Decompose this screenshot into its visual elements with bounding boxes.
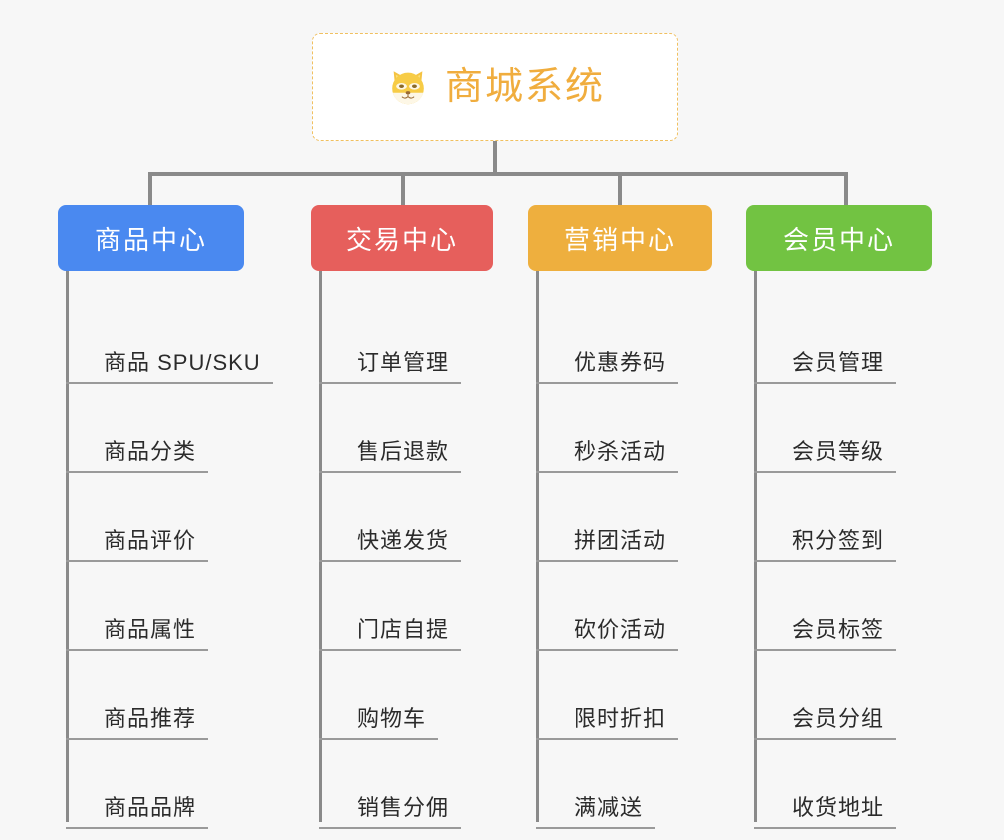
- leaf-item[interactable]: 商品属性: [66, 562, 244, 651]
- leaf-label: 砍价活动: [574, 616, 667, 642]
- branch-column-marketing: 营销中心 优惠券码 秒杀活动 拼团活动 砍价活动 限时折扣 满减送: [528, 205, 712, 829]
- leaf-item[interactable]: 满减送: [536, 740, 712, 829]
- leaf-item[interactable]: 会员等级: [754, 384, 932, 473]
- branch-header-marketing[interactable]: 营销中心: [528, 205, 712, 271]
- leaf-item[interactable]: 销售分佣: [319, 740, 493, 829]
- leaf-label: 会员等级: [792, 438, 885, 464]
- leaf-label: 会员分组: [792, 705, 885, 731]
- leaf-label: 商品 SPU/SKU: [104, 349, 261, 375]
- leaf-item[interactable]: 商品推荐: [66, 651, 244, 740]
- branch-spine: [319, 271, 322, 822]
- root-node-shop-system[interactable]: 商城系统: [312, 33, 678, 141]
- connector-drop-2: [401, 172, 405, 207]
- branch-column-member: 会员中心 会员管理 会员等级 积分签到 会员标签 会员分组 收货地址: [746, 205, 932, 829]
- leaf-item[interactable]: 会员管理: [754, 295, 932, 384]
- branch-header-product[interactable]: 商品中心: [58, 205, 244, 271]
- branch-spine: [66, 271, 69, 822]
- leaf-item[interactable]: 收货地址: [754, 740, 932, 829]
- leaf-label: 购物车: [357, 705, 427, 731]
- branch-column-trade: 交易中心 订单管理 售后退款 快递发货 门店自提 购物车 销售分佣: [311, 205, 493, 829]
- leaf-label: 限时折扣: [574, 705, 667, 731]
- leaf-label: 订单管理: [357, 349, 450, 375]
- leaf-item[interactable]: 售后退款: [319, 384, 493, 473]
- branch-header-label: 营销中心: [563, 224, 676, 255]
- leaf-item[interactable]: 会员标签: [754, 562, 932, 651]
- leaf-label: 商品品牌: [104, 794, 197, 820]
- leaf-label: 售后退款: [357, 438, 450, 464]
- leaf-item[interactable]: 商品品牌: [66, 740, 244, 829]
- connector-drop-4: [844, 172, 848, 207]
- leaf-item[interactable]: 优惠券码: [536, 295, 712, 384]
- branch-leaves-trade: 订单管理 售后退款 快递发货 门店自提 购物车 销售分佣: [319, 271, 493, 829]
- branch-header-label: 商品中心: [94, 224, 207, 255]
- leaf-item[interactable]: 商品分类: [66, 384, 244, 473]
- leaf-item[interactable]: 商品评价: [66, 473, 244, 562]
- leaf-label: 满减送: [574, 794, 644, 820]
- branch-spine: [536, 271, 539, 822]
- leaf-label: 收货地址: [792, 794, 885, 820]
- leaf-label: 商品属性: [104, 616, 197, 642]
- leaf-item[interactable]: 购物车: [319, 651, 493, 740]
- leaf-label: 会员标签: [792, 616, 885, 642]
- leaf-item[interactable]: 商品 SPU/SKU: [66, 295, 273, 384]
- connector-drop-3: [618, 172, 622, 207]
- branch-leaves-product: 商品 SPU/SKU 商品分类 商品评价 商品属性 商品推荐 商品品牌: [66, 271, 273, 829]
- branch-header-label: 交易中心: [345, 224, 458, 255]
- leaf-label: 积分签到: [792, 527, 885, 553]
- branch-leaves-member: 会员管理 会员等级 积分签到 会员标签 会员分组 收货地址: [754, 271, 932, 829]
- leaf-item[interactable]: 快递发货: [319, 473, 493, 562]
- leaf-label: 商品分类: [104, 438, 197, 464]
- leaf-label: 优惠券码: [574, 349, 667, 375]
- branch-spine: [754, 271, 757, 822]
- branch-header-member[interactable]: 会员中心: [746, 205, 932, 271]
- leaf-item[interactable]: 门店自提: [319, 562, 493, 651]
- root-title: 商城系统: [444, 66, 605, 108]
- leaf-label: 拼团活动: [574, 527, 667, 553]
- leaf-label: 快递发货: [357, 527, 450, 553]
- branch-leaves-marketing: 优惠券码 秒杀活动 拼团活动 砍价活动 限时折扣 满减送: [536, 271, 712, 829]
- leaf-label: 商品评价: [104, 527, 197, 553]
- leaf-item[interactable]: 秒杀活动: [536, 384, 712, 473]
- leaf-item[interactable]: 拼团活动: [536, 473, 712, 562]
- branch-header-label: 会员中心: [782, 224, 895, 255]
- leaf-item[interactable]: 限时折扣: [536, 651, 712, 740]
- leaf-label: 秒杀活动: [574, 438, 667, 464]
- branch-header-trade[interactable]: 交易中心: [311, 205, 493, 271]
- leaf-item[interactable]: 会员分组: [754, 651, 932, 740]
- leaf-item[interactable]: 砍价活动: [536, 562, 712, 651]
- connector-drop-1: [148, 172, 152, 207]
- leaf-label: 销售分佣: [357, 794, 450, 820]
- leaf-label: 会员管理: [792, 349, 885, 375]
- leaf-item[interactable]: 积分签到: [754, 473, 932, 562]
- connector-root-stem: [493, 141, 497, 176]
- leaf-label: 商品推荐: [104, 705, 197, 731]
- connector-horizontal-bus: [148, 172, 848, 176]
- shiba-dog-face-icon: [385, 64, 431, 110]
- leaf-label: 门店自提: [357, 616, 450, 642]
- branch-column-product: 商品中心 商品 SPU/SKU 商品分类 商品评价 商品属性 商品推荐 商品品牌: [58, 205, 273, 829]
- leaf-item[interactable]: 订单管理: [319, 295, 493, 384]
